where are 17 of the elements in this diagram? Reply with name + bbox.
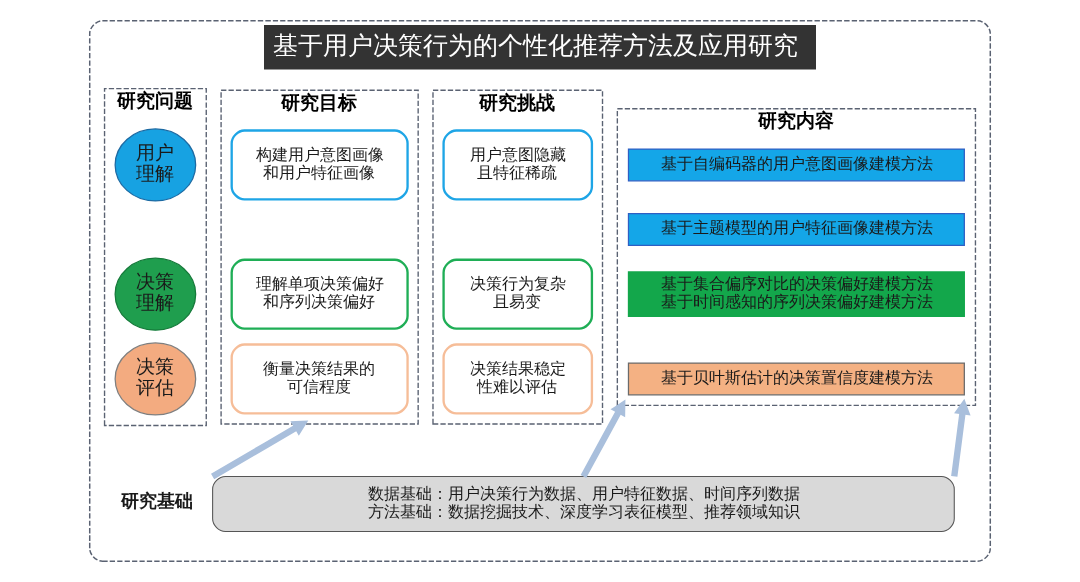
node-box: 决策行为复杂且易变 <box>442 258 594 330</box>
node-box: 理解单项决策偏好和序列决策偏好 <box>230 258 409 330</box>
node-ellipse: 决策理解 <box>114 257 197 331</box>
node-ellipse: 用户理解 <box>114 128 197 202</box>
node-box: 基于自编码器的用户意图画像建模方法 <box>627 148 965 182</box>
node-ellipse: 决策评估 <box>114 342 197 416</box>
arrow <box>951 398 971 477</box>
node-box: 决策结果稳定性难以评估 <box>442 343 594 415</box>
arrow <box>211 420 309 480</box>
node-box: 基于主题模型的用户特征画像建模方法 <box>627 213 965 247</box>
node-box: 用户意图隐藏且特征稀疏 <box>442 129 594 201</box>
node-box: 衡量决策结果的可信程度 <box>230 343 409 415</box>
node-box: 构建用户意图画像和用户特征画像 <box>230 129 409 201</box>
node-box: 基于贝叶斯估计的决策置信度建模方法 <box>627 362 965 396</box>
node-label: 研究基础 <box>121 490 194 512</box>
arrow <box>580 399 626 478</box>
node-box: 基于集合偏序对比的决策偏好建模方法 基于时间感知的序列决策偏好建模方法 <box>627 271 965 318</box>
